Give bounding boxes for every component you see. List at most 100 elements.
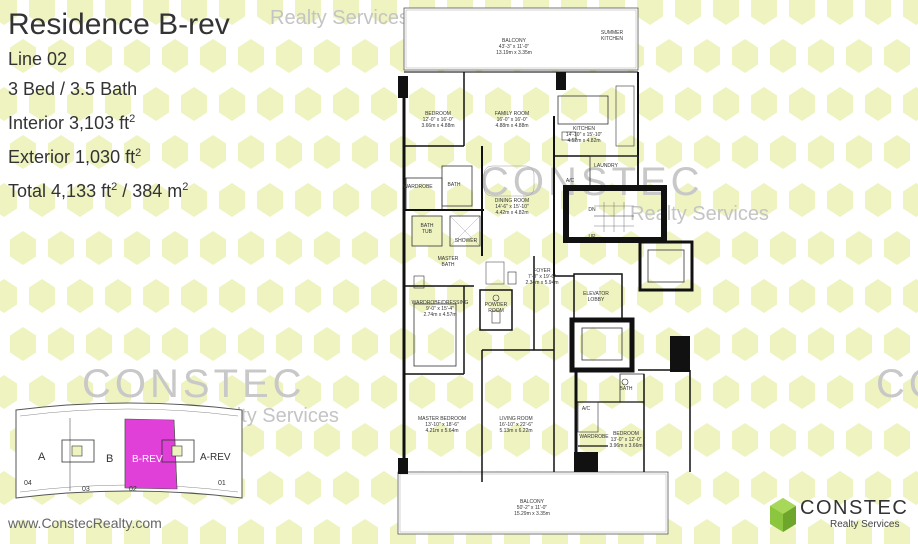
room-name: WARDROBE/DRESSING [411,300,469,306]
pattern-hexagon [884,327,910,361]
pattern-hexagon [314,231,340,265]
logo-mark-icon [770,498,796,532]
room-metric: 15.29m x 3.35m [514,511,550,517]
pattern-hexagon [504,135,530,169]
floor-plan: BALCONY 43'-3" x 11'-0" 13.19m x 3.35m S… [394,6,694,536]
room-wardrobe-2: WARDROBE [579,434,608,440]
room-name: LAUNDRY [594,163,618,169]
pattern-hexagon [200,231,226,265]
pattern-hexagon [485,279,511,313]
pattern-hexagon [86,231,112,265]
total-value: 4,133 ft [51,181,112,201]
pattern-hexagon [352,231,378,265]
pattern-hexagon [732,519,758,544]
pattern-hexagon [656,135,682,169]
pattern-hexagon [295,183,321,217]
pattern-hexagon [86,327,112,361]
pattern-hexagon [523,183,549,217]
room-name: SUMMER [600,30,624,36]
pattern-hexagon [865,0,891,25]
pattern-hexagon [808,327,834,361]
pattern-hexagon [504,231,530,265]
room-metric: 2.74m x 4.57m [423,312,457,318]
pattern-hexagon [713,279,739,313]
pattern-hexagon [827,0,853,25]
sq-superscript: 2 [182,181,189,193]
pattern-hexagon [124,39,150,73]
pattern-hexagon [713,471,739,505]
room-dims: 14'-6" x 15'-10" [495,204,529,210]
exterior-area: Exterior 1,030 ft2 [8,138,230,172]
pattern-hexagon [789,87,815,121]
pattern-hexagon [580,327,606,361]
pattern-hexagon [447,183,473,217]
pattern-hexagon [675,375,701,409]
pattern-hexagon [846,135,872,169]
pattern-hexagon [732,135,758,169]
pattern-hexagon [694,519,720,544]
pattern-hexagon [29,375,55,409]
pattern-hexagon [599,279,625,313]
pattern-hexagon [542,423,568,457]
pattern-hexagon [238,519,264,544]
pattern-hexagon [637,279,663,313]
pattern-hexagon [333,87,359,121]
total-metric: / 384 m [117,181,183,201]
pattern-hexagon [827,87,853,121]
pattern-hexagon [846,423,872,457]
pattern-hexagon [656,423,682,457]
pattern-hexagon [162,39,188,73]
pattern-hexagon [903,279,918,313]
room-name: BALCONY [502,38,526,44]
pattern-hexagon [124,327,150,361]
pattern-hexagon [295,0,321,25]
room-name: MASTER BEDROOM [417,416,467,422]
keyplan-unit-a-rev: A-REV [200,452,231,463]
room-name: A/C [565,178,575,184]
room-wardrobe-1: WARDROBE [403,184,432,190]
pattern-hexagon [846,519,872,544]
pattern-hexagon [181,279,207,313]
website-link[interactable]: www.ConstecRealty.com [8,515,162,531]
pattern-hexagon [637,0,663,25]
room-name: LIVING ROOM [499,416,533,422]
pattern-hexagon [770,231,796,265]
pattern-hexagon [637,87,663,121]
pattern-hexagon [732,327,758,361]
residence-title: Residence B-rev [8,8,230,41]
room-wardrobe-dressing: WARDROBE/DRESSING 9'-0" x 15'-4" 2.74m x… [412,300,469,318]
pattern-hexagon [314,423,340,457]
pattern-hexagon [105,183,131,217]
pattern-hexagon [789,183,815,217]
room-metric: 4.88m x 4.88m [495,123,529,129]
pattern-hexagon [48,231,74,265]
pattern-hexagon [789,279,815,313]
keyplan-unit-b-rev: B-REV [132,454,163,465]
room-name: BATH [447,182,461,188]
pattern-hexagon [48,327,74,361]
pattern-hexagon [903,183,918,217]
room-name: WARDROBE [403,184,433,190]
pattern-hexagon [751,279,777,313]
pattern-hexagon [105,87,131,121]
pattern-hexagon [257,87,283,121]
keyplan-line-02: 02 [129,486,137,493]
pattern-hexagon [751,471,777,505]
pattern-hexagon [0,87,17,121]
room-master-bedroom: MASTER BEDROOM 13'-10" x 18'-6" 4.21m x … [418,416,466,434]
pattern-hexagon [675,0,701,25]
pattern-hexagon [827,183,853,217]
room-metric: 3.66m x 4.88m [421,123,455,129]
pattern-hexagon [428,327,454,361]
pattern-hexagon [124,135,150,169]
pattern-hexagon [29,87,55,121]
pattern-hexagon [523,279,549,313]
room-metric: 4.52m x 4.82m [567,138,601,144]
keyplan-unit-a: A [38,451,46,463]
room-name-2: ROOM [488,308,504,314]
pattern-hexagon [808,39,834,73]
room-name: WARDROBE [579,434,609,440]
room-name-2: LOBBY [587,297,605,303]
pattern-hexagon [675,471,701,505]
pattern-hexagon [143,0,169,25]
